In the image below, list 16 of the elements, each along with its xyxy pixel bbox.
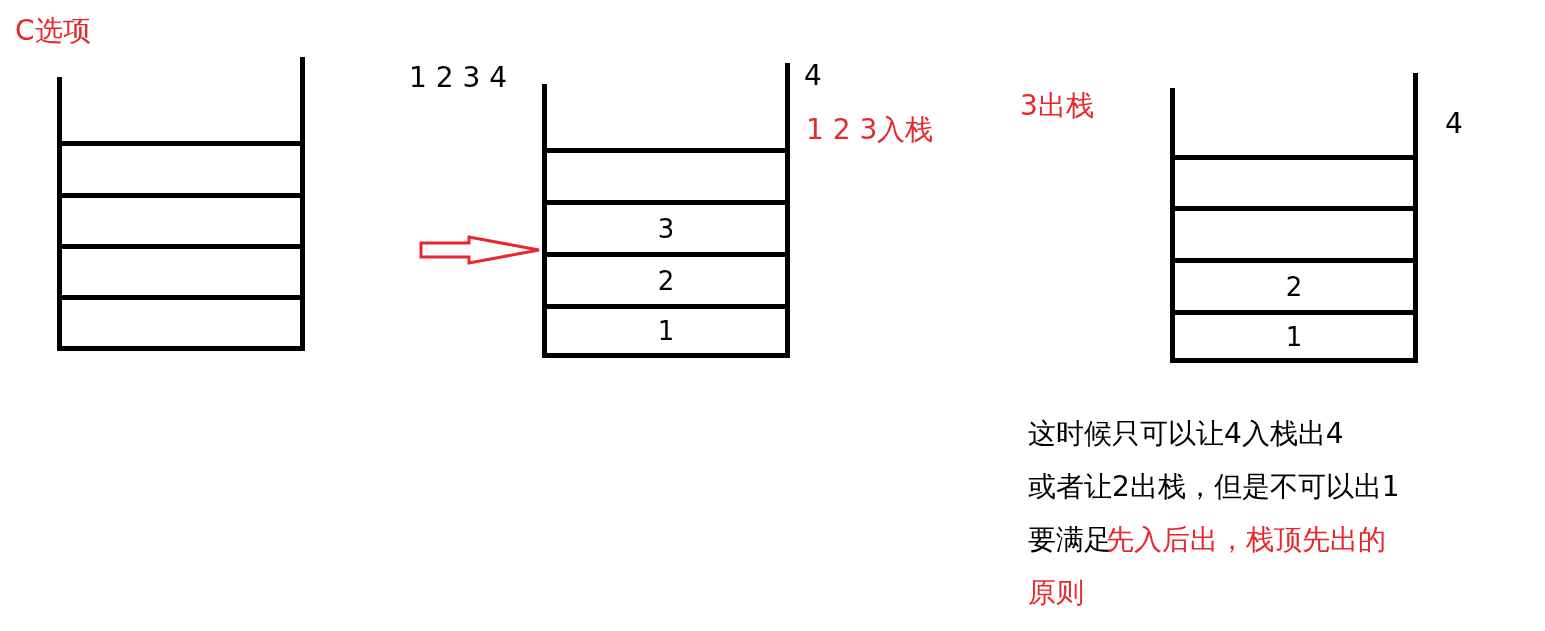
stack-cell: 1 (542, 304, 790, 358)
number-label: 4 (804, 59, 822, 93)
stack-container (55, 55, 307, 351)
stack-cell: 1 (1170, 310, 1418, 363)
note-text: 或者让2出栈，但是不可以出1 (1028, 470, 1400, 504)
stack-container (1168, 71, 1420, 363)
number-label: 1 2 3 4 (409, 61, 507, 95)
note-text: 这时候只可以让4入栈出4 (1028, 417, 1344, 451)
number-label: 4 (1445, 107, 1463, 141)
note-text: 原则 (1028, 576, 1084, 610)
stack-cell (57, 295, 305, 351)
heading-text: 3出栈 (1020, 89, 1094, 123)
heading-text: 1 2 3入栈 (806, 113, 934, 147)
stack-container (540, 61, 792, 358)
block-arrow (419, 235, 541, 265)
heading-text: C选项 (15, 14, 91, 48)
